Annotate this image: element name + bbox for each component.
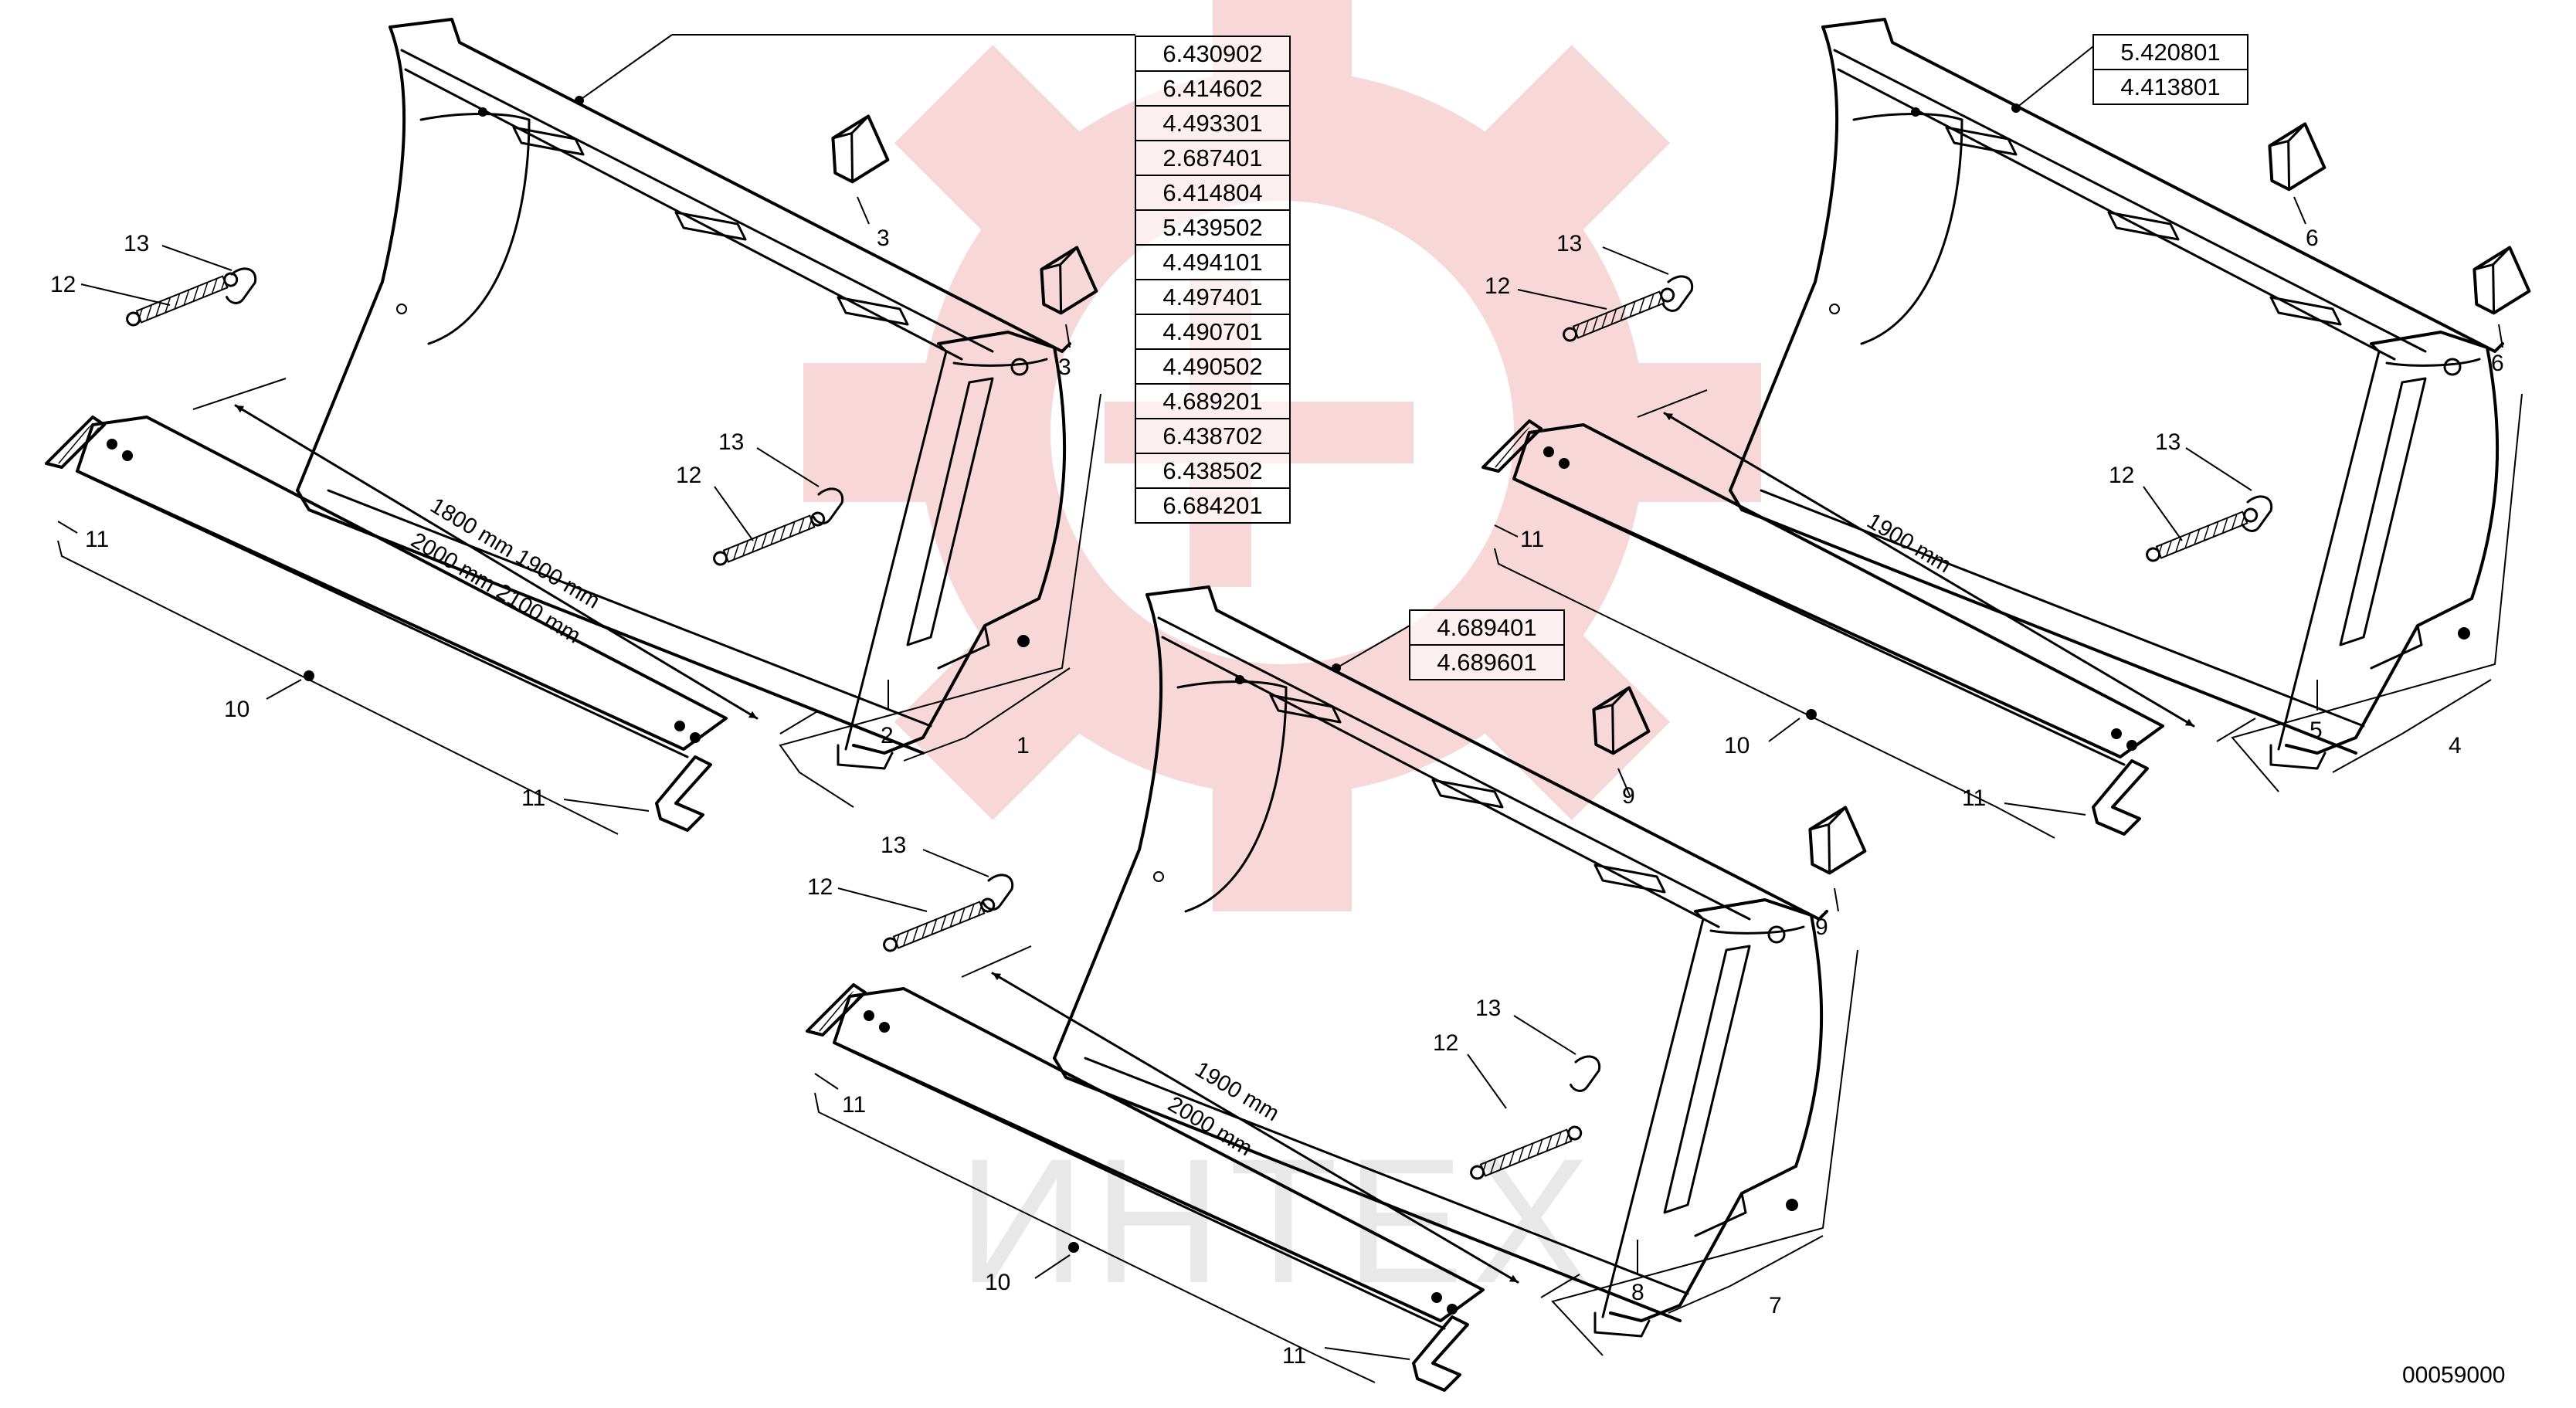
part-number-box	[1135, 279, 1291, 315]
part-number: 4.497401	[1162, 283, 1262, 310]
part-number-box	[1135, 383, 1291, 419]
edge-assembly-center	[806, 983, 1485, 1392]
part-number-box	[1135, 36, 1291, 72]
label-12b: 12	[676, 463, 701, 488]
bucket-right	[1729, 18, 2504, 770]
label-13b: 13	[718, 429, 744, 455]
label-7: 7	[1769, 1293, 1782, 1318]
wedges-center	[1586, 684, 1869, 1211]
part-number-box	[1135, 487, 1291, 524]
label-6b: 6	[2491, 351, 2504, 376]
leaders-center	[814, 768, 1858, 1383]
label-2: 2	[881, 723, 894, 748]
label-10-center: 10	[985, 1270, 1010, 1295]
part-number: 4.494101	[1162, 249, 1262, 276]
label-12d: 12	[2109, 463, 2134, 488]
label-12c: 12	[1485, 273, 1510, 299]
part-number-box	[2092, 69, 2248, 105]
label-13a: 13	[124, 231, 149, 256]
part-number: 5.439502	[1162, 214, 1262, 241]
label-4: 4	[2449, 733, 2462, 758]
part-number: 6.438502	[1162, 457, 1262, 484]
part-number: 4.493301	[1162, 110, 1262, 137]
figure-id: 00059000	[2402, 1362, 2505, 1388]
label-9a: 9	[1622, 783, 1635, 809]
label-6a: 6	[2306, 226, 2319, 251]
part-number: 5.420801	[2120, 39, 2220, 66]
leaders-right	[1494, 196, 2523, 839]
part-number: 6.684201	[1162, 492, 1262, 519]
part-number: 4.490701	[1162, 318, 1262, 345]
part-number-box	[1135, 418, 1291, 454]
part-number-box	[1135, 140, 1291, 176]
label-12e: 12	[807, 874, 833, 900]
leaders-left	[57, 196, 1101, 835]
label-12f: 12	[1433, 1030, 1458, 1056]
part-number: 4.413801	[2120, 73, 2220, 100]
label-11f: 11	[1282, 1343, 1306, 1369]
part-number: 6.414602	[1162, 75, 1262, 102]
part-numbers-left: 6.430902 6.414602 4.493301 2.687401 6.414804…	[575, 34, 1291, 524]
part-number: 4.689401	[1437, 614, 1536, 641]
part-number: 6.414804	[1162, 179, 1262, 206]
label-1: 1	[1016, 733, 1030, 758]
label-13f: 13	[1475, 996, 1501, 1021]
label-8: 8	[1631, 1280, 1644, 1305]
label-9b: 9	[1815, 914, 1828, 940]
label-5: 5	[2310, 718, 2323, 743]
label-11c: 11	[1520, 527, 1544, 552]
label-11a: 11	[85, 527, 109, 552]
part-number-box	[1135, 105, 1291, 141]
part-number-box	[1135, 244, 1291, 280]
label-11b: 11	[521, 785, 545, 811]
label-13d: 13	[2155, 429, 2181, 455]
wedges-left	[825, 112, 1101, 647]
label-12a: 12	[50, 272, 76, 297]
part-numbers-center: 4.689401 4.689601	[1332, 609, 1565, 680]
part-number-box	[1135, 453, 1291, 489]
wedges-right	[2262, 120, 2534, 640]
label-3a: 3	[877, 226, 890, 251]
part-number: 4.689201	[1162, 388, 1262, 415]
part-number: 6.438702	[1162, 422, 1262, 450]
labels-left: 3 3 2 1 13 12 13 12 10 11 11	[50, 226, 1071, 811]
label-10-right: 10	[1724, 733, 1750, 758]
label-11e: 11	[842, 1092, 866, 1118]
part-number: 6.430902	[1162, 40, 1262, 67]
labels-center: 9 9 8 7 13 12 13 12 10 11 11	[807, 783, 1828, 1369]
part-numbers-right: 5.420801 4.413801	[2011, 34, 2248, 113]
part-number-box	[1135, 314, 1291, 350]
part-number-box	[1135, 209, 1291, 246]
label-11d: 11	[1962, 785, 1986, 811]
part-number-box	[1409, 644, 1565, 680]
edge-assembly-left	[45, 416, 728, 832]
label-13e: 13	[881, 833, 906, 858]
part-number: 4.490502	[1162, 353, 1262, 380]
dim-label-right-1: 1900 mm	[1862, 509, 1955, 578]
label-13c: 13	[1556, 231, 1582, 256]
part-number-box	[1135, 70, 1291, 107]
labels-right: 6 6 5 4 13 12 13 12 10 11 11	[1485, 226, 2504, 811]
label-3b: 3	[1058, 355, 1071, 380]
part-number-box	[1135, 348, 1291, 385]
part-number: 4.689601	[1437, 649, 1536, 676]
part-number: 2.687401	[1162, 144, 1262, 171]
label-10: 10	[224, 697, 249, 722]
